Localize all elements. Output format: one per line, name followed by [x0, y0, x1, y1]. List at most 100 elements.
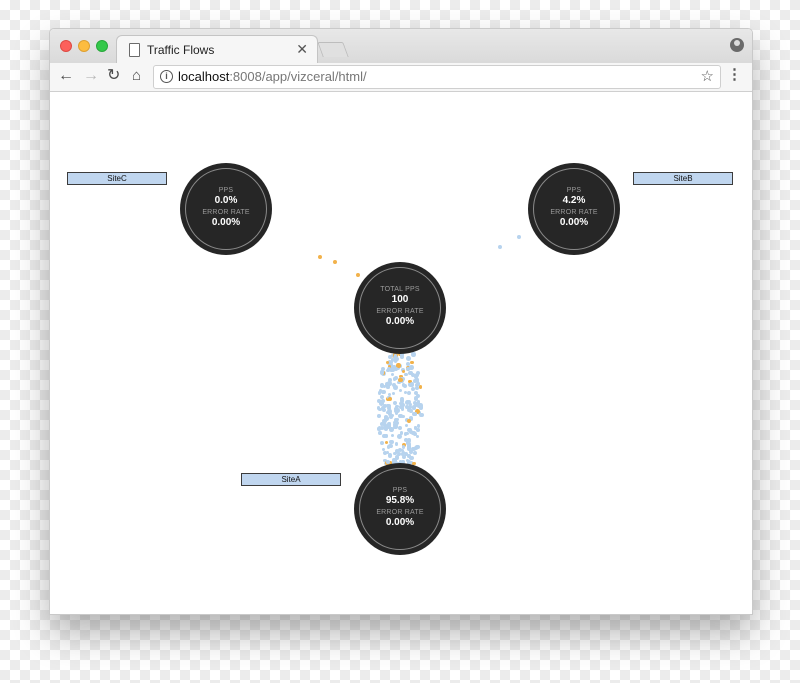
- back-arrow-icon[interactable]: ←: [58, 67, 74, 84]
- traffic-particle: [406, 445, 412, 450]
- traffic-particle: [415, 394, 421, 399]
- traffic-particle: [403, 390, 408, 395]
- traffic-particle: [400, 448, 405, 453]
- star-icon[interactable]: ☆: [700, 68, 714, 85]
- url-text[interactable]: localhost:8008/app/vizceral/html/: [178, 69, 367, 84]
- traffic-particle: [398, 459, 403, 464]
- traffic-particle: [387, 354, 393, 359]
- traffic-particle: [416, 403, 421, 408]
- traffic-particle: [414, 374, 419, 379]
- traffic-particle: [416, 424, 421, 428]
- traffic-particle: [411, 430, 416, 436]
- traffic-particle: [397, 447, 403, 453]
- traffic-particle: [397, 352, 402, 356]
- error-rate-label: ERROR RATE: [376, 308, 424, 315]
- profile-icon[interactable]: [730, 38, 744, 52]
- page-icon: [129, 43, 140, 57]
- site-label-siteb[interactable]: SiteB: [633, 172, 733, 185]
- traffic-particle: [393, 408, 399, 414]
- traffic-particle: [318, 255, 322, 259]
- traffic-particle: [380, 366, 386, 372]
- traffic-particle: [376, 398, 381, 403]
- traffic-particle: [409, 449, 413, 454]
- node-siteb[interactable]: PPS 4.2% ERROR RATE 0.00%: [528, 163, 620, 255]
- traffic-particle: [387, 409, 392, 414]
- traffic-particle: [389, 439, 394, 445]
- traffic-particle: [410, 360, 414, 365]
- traffic-particle: [416, 382, 421, 387]
- traffic-particle: [387, 381, 392, 386]
- traffic-particle: [413, 402, 418, 407]
- traffic-particle: [403, 451, 408, 456]
- traffic-particle: [404, 405, 409, 410]
- traffic-particle: [413, 451, 417, 456]
- traffic-particle: [380, 425, 385, 430]
- error-rate-value: 0.00%: [385, 316, 415, 327]
- traffic-particle: [409, 365, 414, 370]
- total-pps-value: 100: [391, 294, 409, 305]
- traffic-particle: [406, 390, 411, 395]
- home-icon[interactable]: ⌂: [132, 67, 142, 84]
- traffic-particle: [406, 399, 411, 405]
- traffic-particle: [399, 374, 403, 379]
- node-internet-center[interactable]: TOTAL PPS 100 ERROR RATE 0.00%: [354, 262, 446, 354]
- traffic-particle: [383, 421, 387, 425]
- traffic-particle: [377, 426, 382, 431]
- window-minimize-button[interactable]: [78, 40, 90, 52]
- total-pps-label: TOTAL PPS: [380, 286, 420, 293]
- traffic-particle: [388, 396, 393, 401]
- traffic-particle: [406, 407, 412, 412]
- traffic-particle: [391, 433, 395, 437]
- traffic-particle: [393, 357, 398, 362]
- browser-toolbar: ← → ↻ ⌂ i localhost:8008/app/vizceral/ht…: [50, 63, 752, 92]
- traffic-particle: [356, 273, 360, 277]
- traffic-particle: [406, 454, 410, 458]
- traffic-particle: [394, 411, 399, 415]
- window-close-button[interactable]: [60, 40, 72, 52]
- traffic-particle: [378, 431, 382, 435]
- reload-icon[interactable]: ↻: [107, 67, 121, 84]
- traffic-particle: [396, 363, 401, 368]
- url-host: localhost: [178, 69, 230, 84]
- traffic-particle: [392, 377, 396, 381]
- page-viewport: SiteC PPS 0.0% ERROR RATE 0.00% SiteB PP…: [50, 92, 752, 614]
- info-icon[interactable]: i: [160, 70, 173, 83]
- error-rate-label: ERROR RATE: [550, 209, 598, 216]
- traffic-particle: [413, 396, 419, 401]
- traffic-particle: [517, 235, 521, 239]
- site-label-sitea[interactable]: SiteA: [241, 473, 341, 486]
- address-bar[interactable]: i localhost:8008/app/vizceral/html/ ☆: [153, 65, 721, 89]
- traffic-particle: [401, 369, 406, 374]
- traffic-particle: [393, 420, 397, 424]
- traffic-particle: [411, 447, 416, 452]
- traffic-particle: [413, 425, 418, 430]
- traffic-particle: [413, 412, 417, 416]
- browser-tab[interactable]: Traffic Flows ✕: [116, 35, 318, 64]
- url-path: :8008/app/vizceral/html/: [229, 69, 367, 84]
- pps-value: 4.2%: [562, 195, 586, 206]
- traffic-particle: [412, 405, 417, 410]
- site-label-sitec[interactable]: SiteC: [67, 172, 167, 185]
- node-sitec[interactable]: PPS 0.0% ERROR RATE 0.00%: [180, 163, 272, 255]
- traffic-particle: [402, 445, 406, 449]
- node-sitea[interactable]: PPS 95.8% ERROR RATE 0.00%: [354, 463, 446, 555]
- traffic-particle: [377, 391, 382, 395]
- error-rate-value: 0.00%: [211, 217, 241, 228]
- traffic-particle: [405, 361, 411, 367]
- window-maximize-button[interactable]: [96, 40, 108, 52]
- traffic-particle: [407, 370, 412, 376]
- traffic-particles: [50, 92, 752, 614]
- traffic-particle: [391, 391, 396, 396]
- traffic-particle: [409, 460, 414, 465]
- traffic-particle: [389, 367, 394, 372]
- traffic-particle: [414, 446, 419, 451]
- kebab-menu-icon[interactable]: ⋮: [727, 66, 742, 83]
- node-ring: [185, 168, 267, 250]
- traffic-particle: [405, 366, 410, 372]
- forward-arrow-icon[interactable]: →: [83, 67, 99, 84]
- traffic-particle: [386, 397, 390, 402]
- traffic-particle: [419, 412, 424, 418]
- new-tab-button[interactable]: [317, 42, 349, 57]
- close-icon[interactable]: ✕: [296, 41, 308, 57]
- traffic-particle: [395, 449, 399, 454]
